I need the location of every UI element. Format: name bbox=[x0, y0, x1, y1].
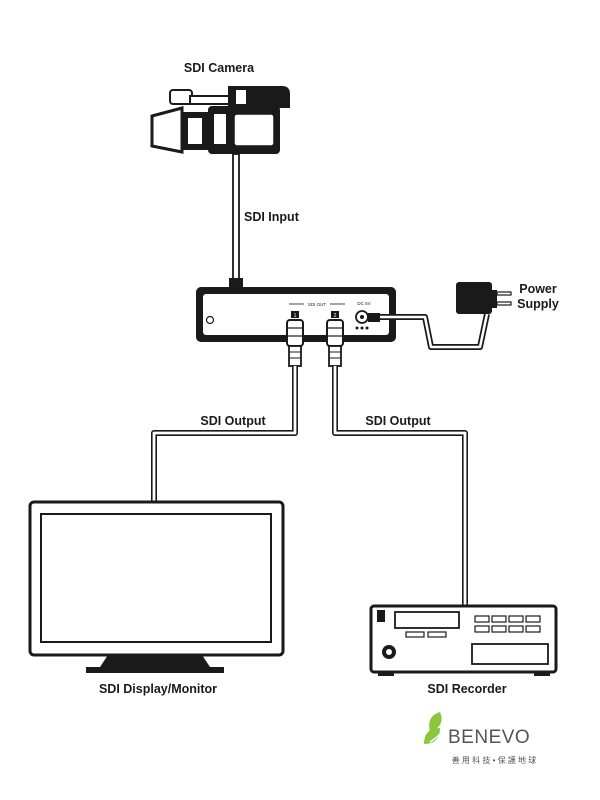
sdi-recorder-icon bbox=[369, 604, 558, 676]
benevo-leaf-icon bbox=[424, 712, 447, 744]
recorder-label: SDI Recorder bbox=[427, 682, 506, 696]
output-right-label: SDI Output bbox=[365, 414, 431, 428]
port-2-label: 2 bbox=[334, 313, 337, 319]
benevo-tagline: 善 用 科 技 • 保 護 地 球 bbox=[452, 755, 537, 765]
sdi-output-connector-2 bbox=[326, 319, 344, 367]
benevo-logo-text: BENEVO bbox=[448, 727, 530, 748]
power-supply-label-line1: Power bbox=[519, 282, 557, 296]
sdi-input-label: SDI Input bbox=[244, 210, 300, 224]
dc-in-jack-icon bbox=[355, 310, 369, 330]
display-label: SDI Display/Monitor bbox=[99, 682, 217, 696]
port-1-label: 1 bbox=[294, 313, 297, 319]
sdi-output-cable-right bbox=[332, 366, 468, 606]
power-adapter-icon bbox=[456, 282, 512, 314]
output-left-label: SDI Output bbox=[200, 414, 266, 428]
power-cable bbox=[368, 313, 490, 350]
sdi-out-port-label: SDI OUT bbox=[308, 302, 327, 307]
sdi-camera-icon bbox=[150, 86, 290, 154]
sdi-display-monitor-icon bbox=[28, 500, 285, 673]
power-supply-label-line2: Supply bbox=[517, 297, 559, 311]
sdi-output-connector-1 bbox=[286, 319, 304, 367]
sdi-output-cable-left bbox=[151, 366, 298, 502]
camera-label: SDI Camera bbox=[184, 61, 255, 75]
dc-in-port-label: DC 5V bbox=[357, 301, 370, 306]
